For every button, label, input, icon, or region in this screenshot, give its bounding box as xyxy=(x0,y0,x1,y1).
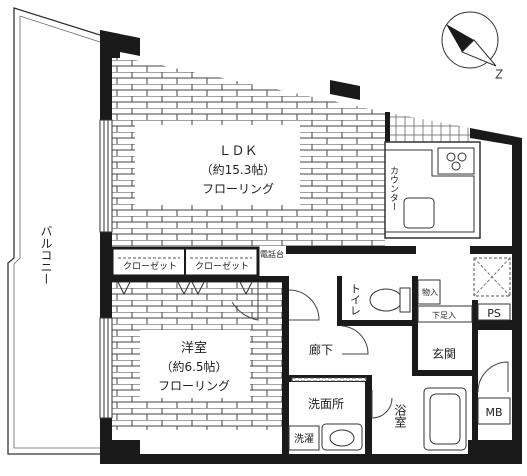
washer-pan xyxy=(288,425,320,451)
entrance-label: 玄関 xyxy=(432,346,456,361)
washer-label: 洗濯 xyxy=(294,433,314,445)
mb-label: MB xyxy=(485,406,502,419)
north-arrow-icon xyxy=(441,11,503,79)
ldk-name: ＬＤＫ xyxy=(218,144,257,159)
phone-stand-label: 電話台 xyxy=(260,249,284,259)
ldk-flooring xyxy=(112,55,385,246)
toilet-label: トイレ xyxy=(349,283,362,316)
western-floor: フローリング xyxy=(158,379,230,393)
balcony xyxy=(7,7,101,455)
washroom-label: 洗面所 xyxy=(308,397,344,411)
kitchen-tiles xyxy=(385,112,470,142)
fridge-space xyxy=(473,257,511,297)
storage-label: 物入 xyxy=(422,287,438,297)
counter-label: カウンター xyxy=(388,166,399,211)
ldk-floor: フローリング xyxy=(202,182,274,196)
bathtub xyxy=(423,387,467,451)
shoe-box-label: 下足入 xyxy=(432,311,456,320)
closet-2-label: クローゼット xyxy=(195,260,249,272)
western-size: （約6.5帖） xyxy=(160,359,227,374)
doors xyxy=(231,282,509,419)
closet-1-label: クローゼット xyxy=(123,260,177,272)
hallway-label: 廊下 xyxy=(309,342,333,357)
sink xyxy=(403,197,435,229)
toilet-fixture xyxy=(369,287,411,313)
kitchen-counter xyxy=(384,141,481,239)
ldk-size: （約15.3帖） xyxy=(201,162,276,177)
ldk-window xyxy=(99,119,113,233)
western-flooring xyxy=(112,280,282,430)
balcony-label: バルコニー xyxy=(39,225,53,285)
storage-boxes xyxy=(417,279,511,425)
ps-label: PS xyxy=(487,307,501,320)
washbasin xyxy=(321,423,363,451)
western-window xyxy=(99,317,113,419)
western-name: 洋室 xyxy=(181,340,207,356)
closet xyxy=(110,246,260,296)
bath-label: 浴室 xyxy=(393,404,407,428)
